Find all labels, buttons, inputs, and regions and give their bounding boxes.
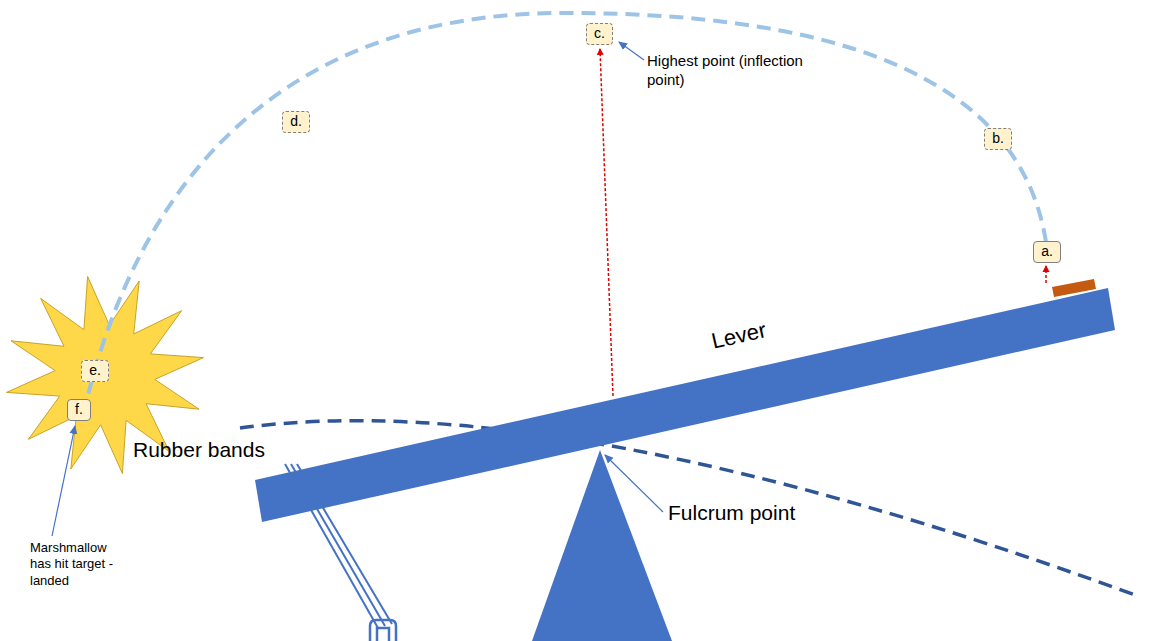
step-label: d. — [290, 114, 302, 129]
annotation-label: Marshmallow has hit target - landed — [30, 540, 126, 589]
annotation-label: Highest point (inflection point) — [647, 52, 807, 90]
step-label: e. — [89, 363, 101, 378]
height-arrow — [600, 49, 613, 396]
leader-arrow — [52, 426, 75, 536]
lever-bar — [255, 288, 1115, 522]
leader-arrow — [619, 42, 644, 60]
step-box: d. — [282, 111, 310, 133]
fulcrum-triangle — [532, 450, 672, 641]
rubber-band — [285, 464, 378, 628]
step-box: e. — [81, 360, 109, 382]
step-label: a. — [1041, 244, 1053, 259]
step-box: c. — [586, 23, 613, 45]
annotation-label: Rubber bands — [133, 437, 265, 463]
step-box: b. — [984, 128, 1012, 150]
step-box: f. — [67, 399, 91, 421]
step-label: f. — [75, 402, 83, 417]
launch-arrow — [1045, 266, 1047, 283]
step-label: b. — [992, 131, 1004, 146]
rubber-band — [291, 464, 385, 626]
annotation-label: Lever — [709, 316, 769, 355]
rubber-band — [297, 464, 392, 624]
annotation-label: Fulcrum point — [668, 500, 795, 526]
launch-pad — [1052, 279, 1096, 297]
anchor-hook — [370, 620, 396, 641]
step-label: c. — [594, 26, 605, 41]
leader-arrow — [605, 455, 663, 512]
swing-arc — [240, 421, 1135, 595]
step-box: a. — [1033, 241, 1061, 263]
